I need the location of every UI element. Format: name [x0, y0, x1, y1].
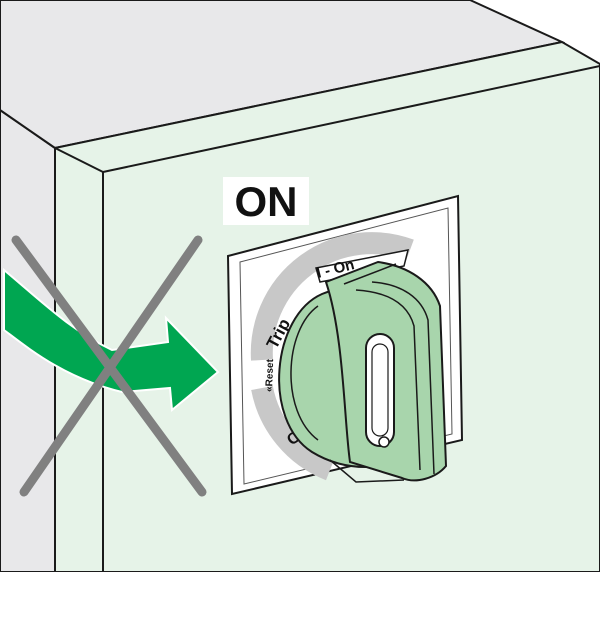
cross-stroke-2 — [19, 235, 203, 497]
prohibited-rotation-warning — [3, 235, 220, 497]
status-label: ON — [235, 178, 298, 225]
dial-reset-label: «Reset — [264, 358, 276, 392]
on-position-bar — [315, 249, 410, 283]
door-edge-top — [102, 65, 600, 173]
handle-dot — [378, 436, 390, 448]
bottom-margin — [0, 572, 600, 630]
handle-padlock-slot — [365, 333, 395, 447]
status-label-box: ON — [223, 177, 309, 225]
door-bevel-corner — [54, 147, 104, 173]
rotation-arrow-icon — [3, 267, 220, 412]
rotary-handle — [278, 260, 448, 483]
